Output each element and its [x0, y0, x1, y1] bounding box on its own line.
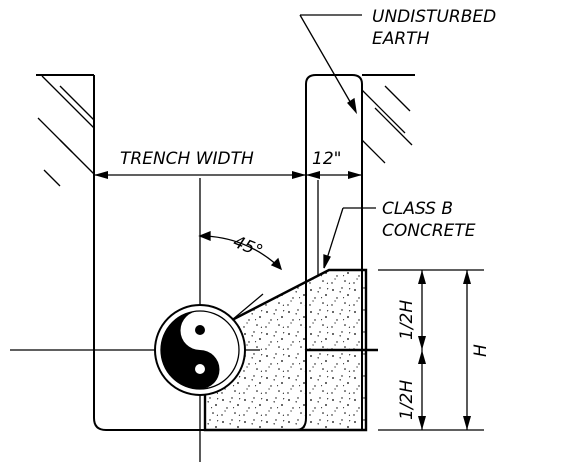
undisturbed-label-line1: UNDISTURBED: [372, 7, 496, 27]
ground-left: [36, 74, 95, 187]
angle-label: 45°: [230, 232, 265, 262]
half-h-bottom-label: 1/2H: [397, 380, 417, 420]
angle-indicator: [198, 231, 283, 321]
ground-right: [361, 74, 415, 164]
class-b-leader: [323, 207, 376, 269]
trench-width-label: TRENCH WIDTH: [120, 149, 254, 169]
twelve-inch-label: 12": [312, 149, 341, 169]
undisturbed-label-line2: EARTH: [372, 29, 430, 49]
trench-walls: [93, 74, 363, 431]
trench-width-dimension: [94, 171, 362, 179]
pipe: [154, 304, 246, 396]
height-dimensions: [378, 269, 484, 431]
class-b-label-line1: CLASS B: [382, 199, 453, 219]
undisturbed-earth-leader: [299, 14, 362, 115]
h-label: H: [471, 344, 491, 357]
half-h-top-label: 1/2H: [397, 300, 417, 340]
class-b-label-line2: CONCRETE: [382, 221, 476, 241]
